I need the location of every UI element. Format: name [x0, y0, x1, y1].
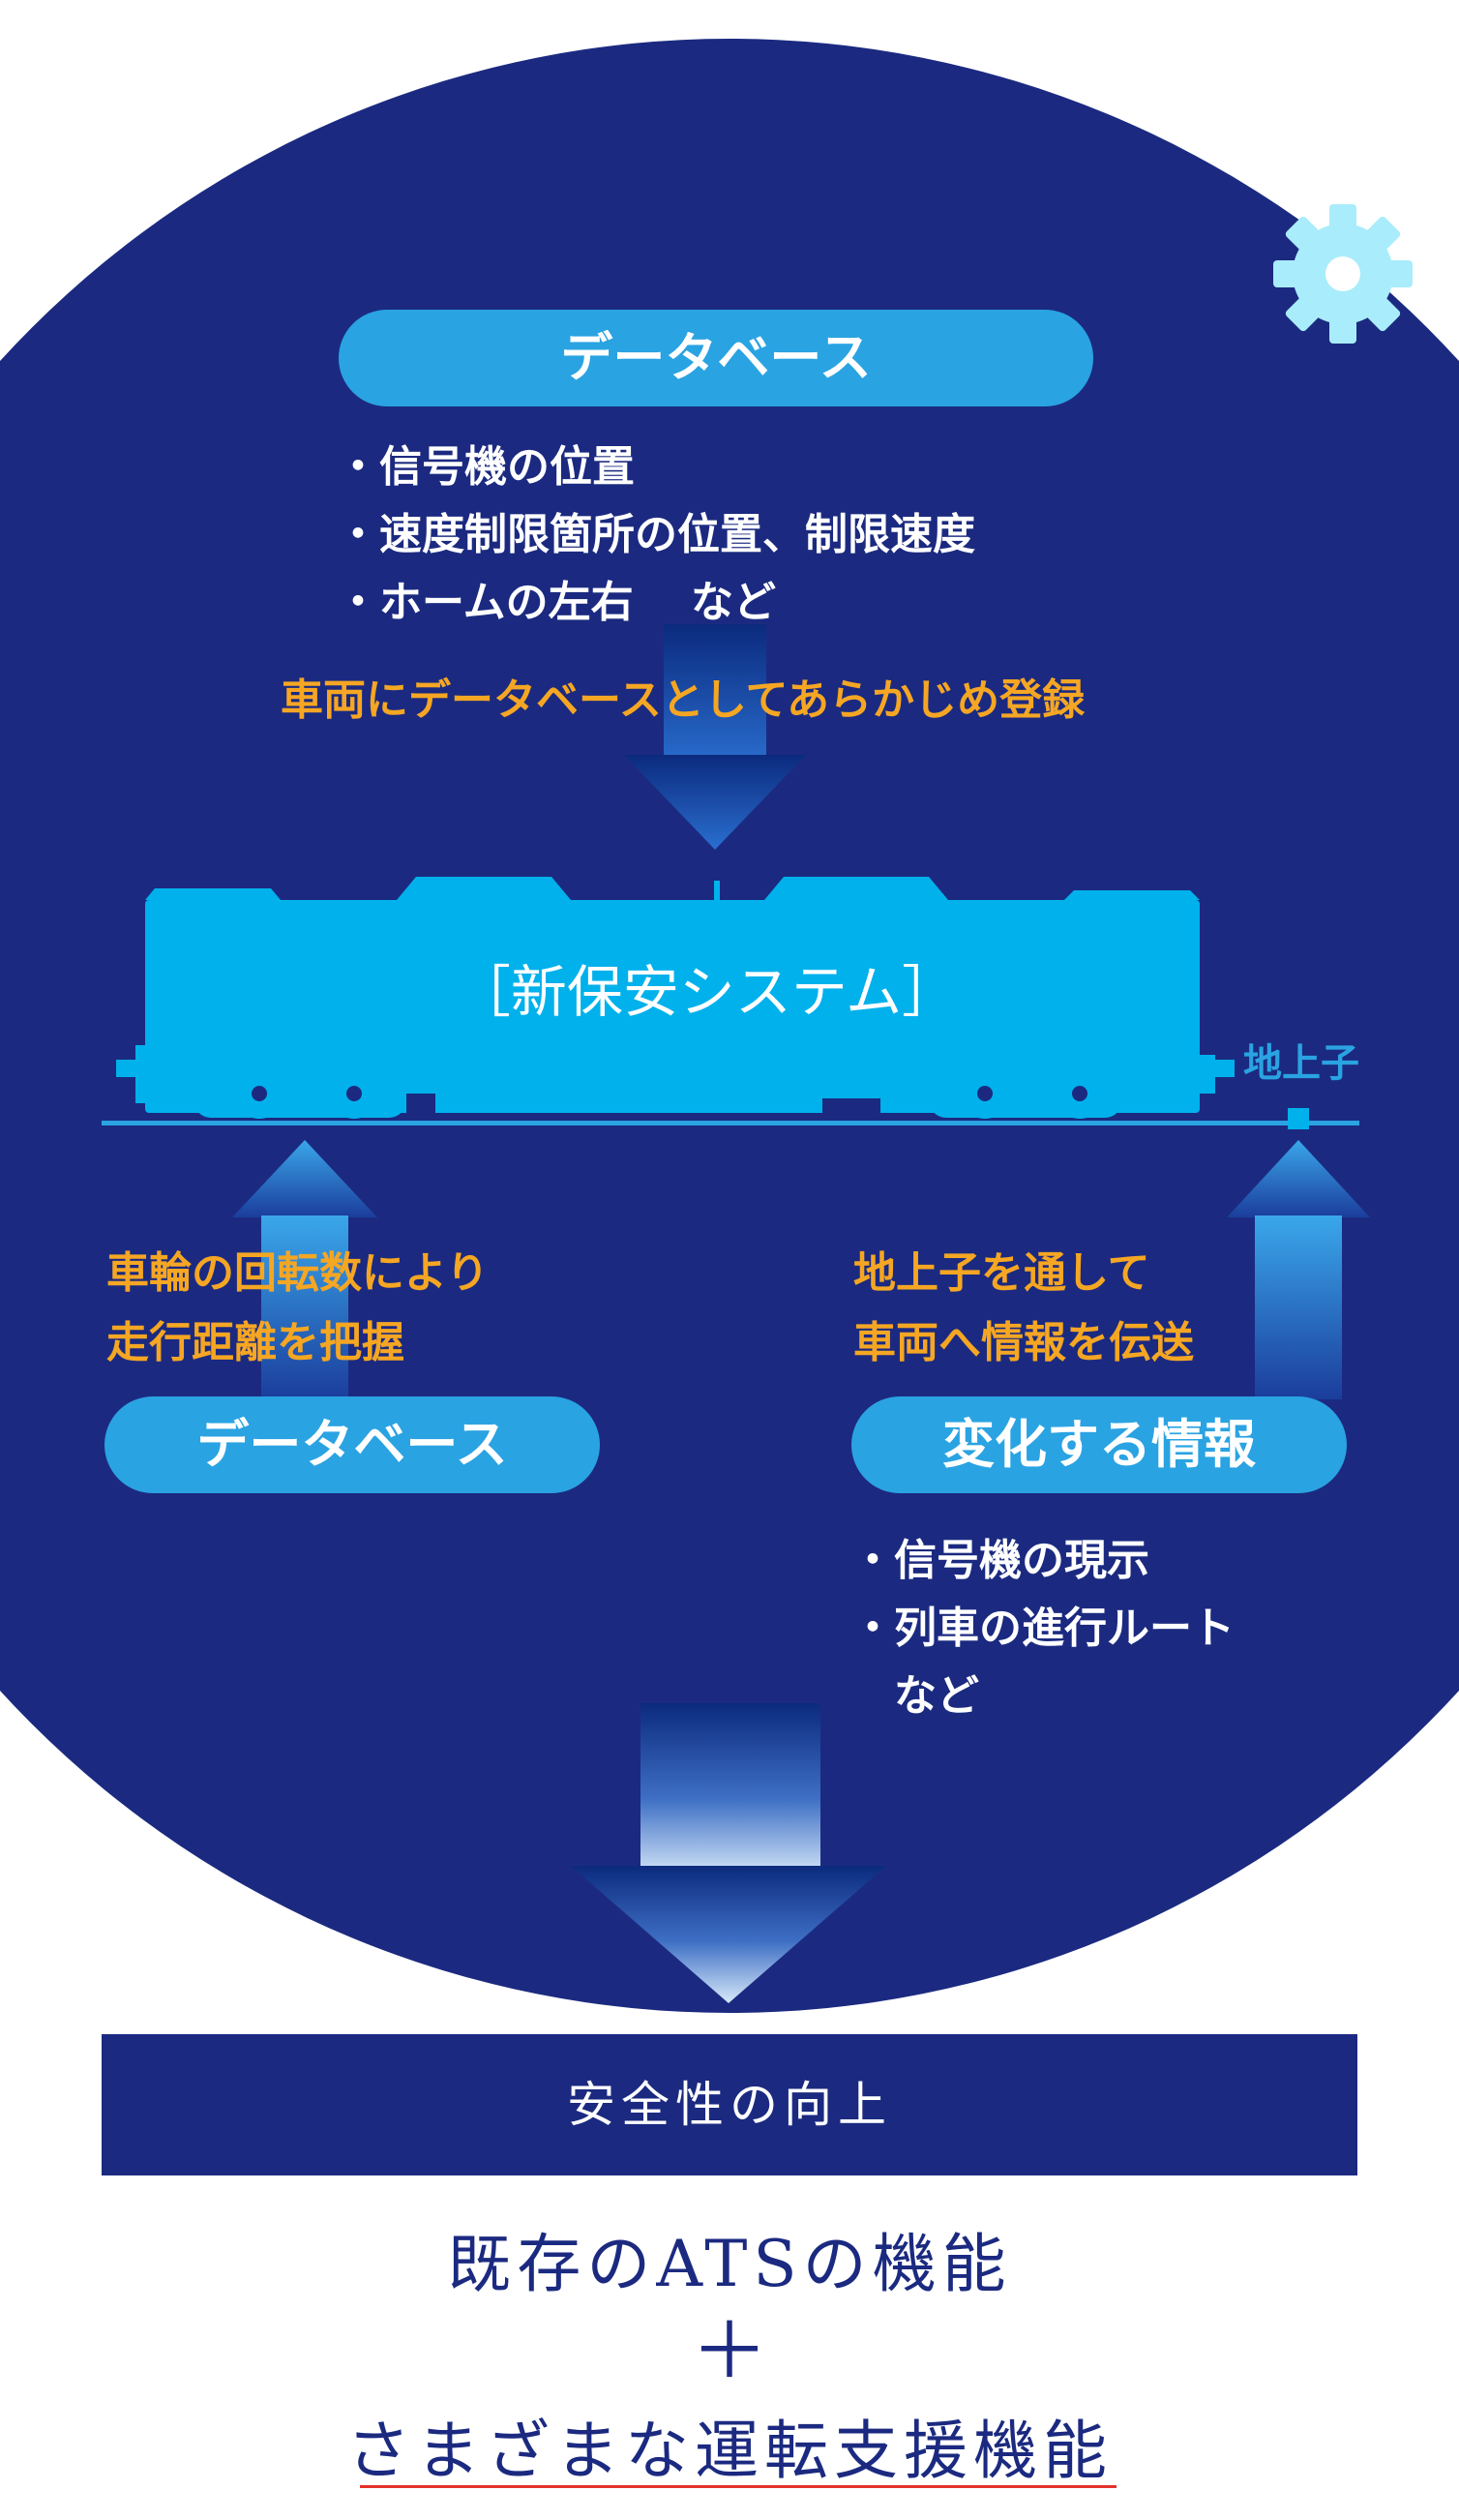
safety-banner: 安全性の向上	[102, 2034, 1357, 2175]
wheel-caption-line: 走行距離を把握	[106, 1318, 404, 1367]
database-items: ・信号機の位置 ・速度制限箇所の位置、制限速度 ・ホームの左右 など	[337, 434, 975, 637]
train-icon	[116, 877, 1235, 1119]
changing-info-item: ・信号機の現示	[851, 1536, 1149, 1585]
database-title: データベース	[560, 327, 872, 388]
rail-line	[102, 1121, 1359, 1125]
database-item: ・信号機の位置	[337, 442, 635, 492]
up-arrow-icon	[232, 1140, 377, 1399]
changing-info-items: ・信号機の現示 ・列車の進行ルート など	[851, 1527, 1235, 1730]
plus-sign: ＋	[691, 2306, 768, 2396]
down-arrow-icon	[624, 624, 806, 850]
up-arrow-icon	[1227, 1140, 1370, 1399]
wheel-caption-line: 車輪の回転数により	[106, 1248, 490, 1298]
database-left-pill: データベース	[104, 1396, 600, 1493]
train-label: ［新保安システム］	[454, 959, 959, 1025]
gear-icon	[1273, 204, 1413, 344]
ground-caption-line: 地上子を通して	[853, 1248, 1150, 1298]
wheel-caption: 車輪の回転数により 走行距離を把握	[106, 1239, 489, 1378]
changing-info-pill: 変化する情報	[851, 1396, 1347, 1493]
database-item: ・ホームの左右 など	[337, 578, 776, 627]
support-underline	[360, 2485, 1117, 2488]
safety-banner-text: 安全性の向上	[567, 2077, 892, 2133]
changing-info-item: など	[851, 1671, 979, 1721]
database-item: ・速度制限箇所の位置、制限速度	[337, 510, 975, 559]
changing-info-item: ・列車の進行ルート	[851, 1604, 1235, 1653]
database-title-pill: データベース	[339, 310, 1093, 406]
ground-unit-label: 地上子	[1243, 1041, 1359, 1086]
down-arrow-icon	[571, 1703, 886, 2003]
ground-unit-marker	[1288, 1108, 1309, 1129]
register-caption: 車両にデータベースとしてあらかじめ登録	[281, 675, 1086, 725]
support-functions: さまざまな運転支援機能	[346, 2414, 1113, 2488]
ground-caption: 地上子を通して 車両へ情報を伝送	[853, 1239, 1194, 1378]
database-left-title: データベース	[196, 1414, 508, 1475]
existing-ats-function: 既存のATSの機能	[447, 2227, 1012, 2301]
changing-info-title: 変化する情報	[942, 1414, 1256, 1475]
ground-caption-line: 車両へ情報を伝送	[853, 1318, 1194, 1367]
